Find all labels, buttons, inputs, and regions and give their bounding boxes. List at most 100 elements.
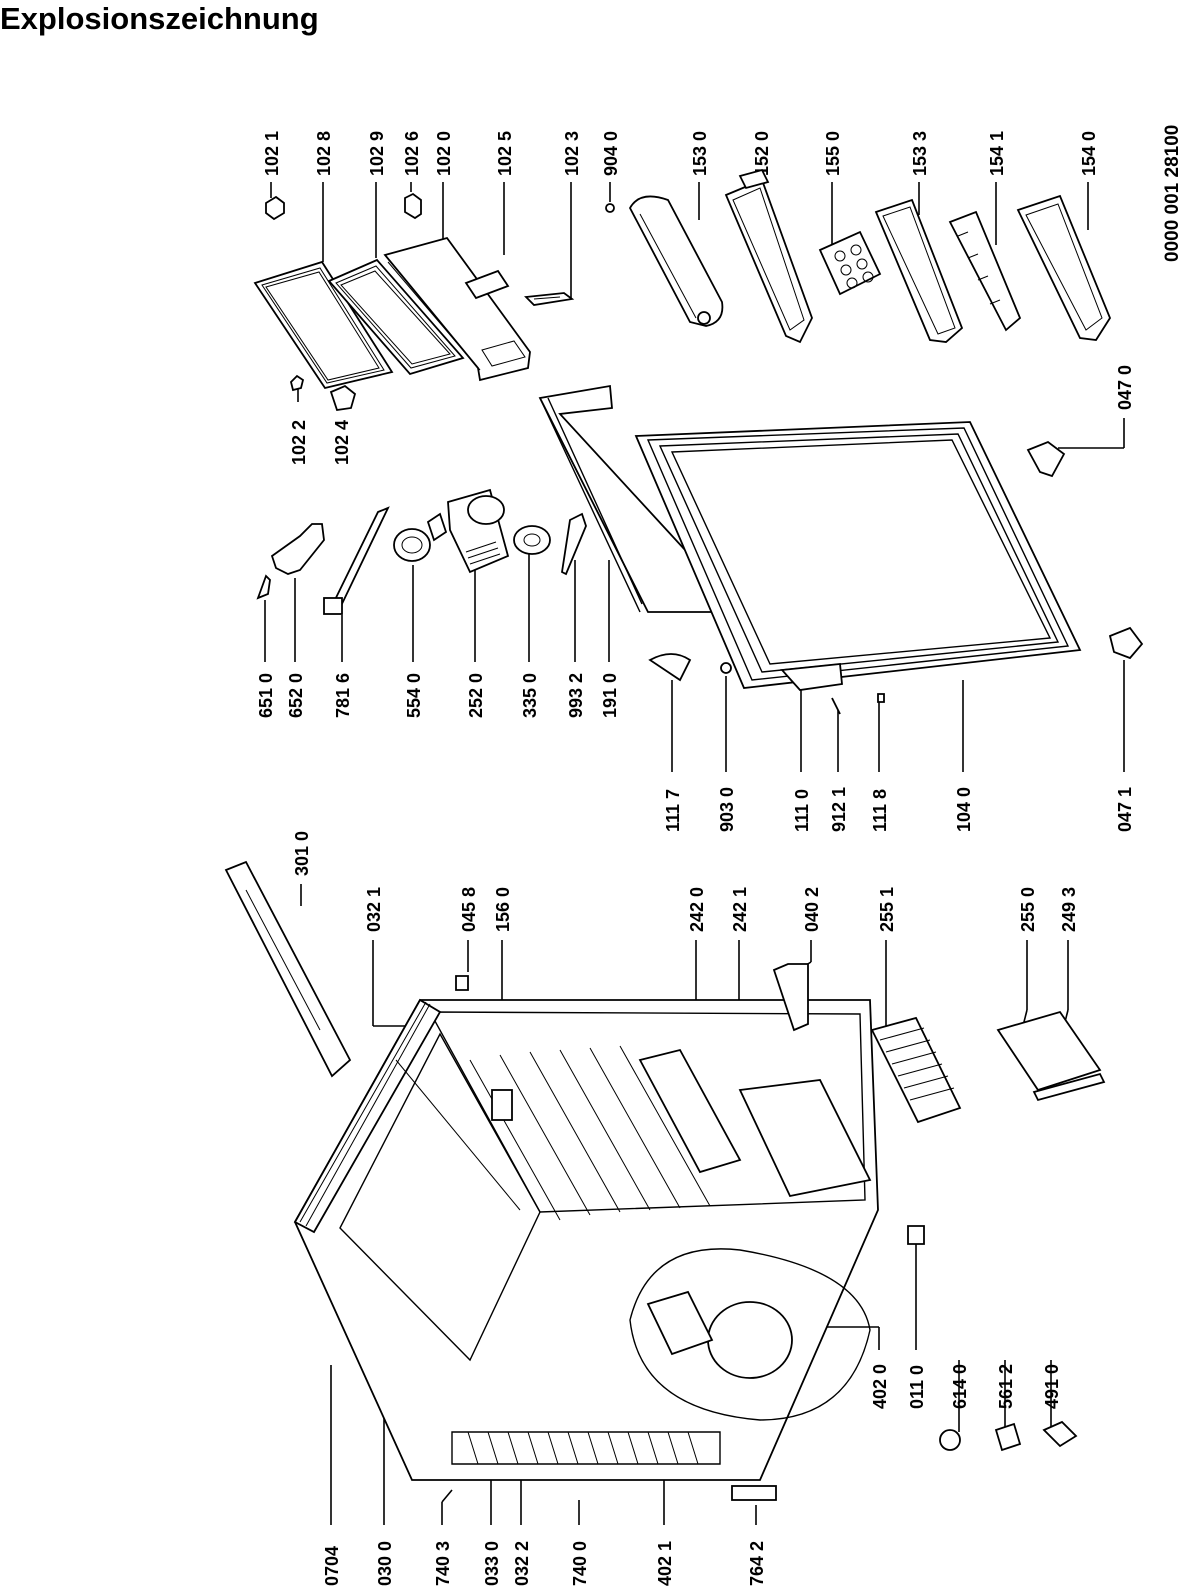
- screw-icon: [831, 697, 841, 715]
- glass-shelf-icon: [996, 1010, 1102, 1092]
- part-label: 102 0: [434, 131, 454, 176]
- part-label: 191 0: [600, 673, 620, 718]
- part-label: 255 1: [877, 887, 897, 932]
- door-shelf-cover-icon: [628, 195, 724, 327]
- door-shelf-icon: [724, 178, 813, 344]
- part-label: 032 2: [512, 1541, 532, 1586]
- latch-icon: [524, 292, 575, 306]
- part-label: 903 0: [717, 787, 737, 832]
- crisper-drawer-icon: [738, 1079, 872, 1198]
- part-label: 102 3: [562, 131, 582, 176]
- label-plate-icon: [464, 269, 510, 300]
- top-hinge-icon: [1026, 440, 1066, 478]
- control-components: [256, 488, 587, 615]
- part-label: 614 0: [950, 1364, 970, 1409]
- part-label: 040 2: [802, 887, 822, 932]
- part-label: 032 1: [364, 887, 384, 932]
- part-label: 402 1: [655, 1541, 675, 1586]
- capillary-rod-icon: [328, 506, 390, 612]
- round-cap-icon: [513, 525, 551, 555]
- part-label: 651 0: [256, 673, 276, 718]
- thermostat-bracket-icon: [270, 523, 325, 575]
- loose-parts: [870, 1010, 1106, 1452]
- door-panel-icon: [634, 421, 1082, 689]
- part-label: 242 0: [687, 887, 707, 932]
- part-label: 554 0: [404, 673, 424, 718]
- part-label: 764 2: [747, 1541, 767, 1586]
- part-label: 301 0: [292, 831, 312, 876]
- part-label: 904 0: [601, 131, 621, 176]
- part-label: 154 1: [987, 131, 1007, 176]
- compressor-icon: [707, 1301, 793, 1379]
- door-handle-icon: [780, 663, 843, 691]
- clip-part-icon: [265, 195, 285, 221]
- door-gasket-icon: [538, 384, 722, 613]
- part-label: 111 0: [792, 789, 812, 832]
- part-label: 104 0: [954, 787, 974, 832]
- part-label: 045 8: [459, 887, 479, 932]
- compressor-area-icon: [629, 1248, 871, 1421]
- egg-holder-icon: [491, 1089, 513, 1121]
- part-label: 102 1: [262, 131, 282, 176]
- part-label: 102 2: [289, 420, 309, 465]
- part-label: 561 2: [996, 1364, 1016, 1409]
- part-label: 740 3: [433, 1541, 453, 1586]
- bottle-shelf-icon: [1016, 194, 1112, 341]
- part-label: 0704: [322, 1546, 342, 1586]
- part-label: 155 0: [823, 131, 843, 176]
- bottom-hinge-icon: [1108, 626, 1144, 660]
- bracket-icon: [329, 384, 357, 411]
- part-label: 242 1: [730, 887, 750, 932]
- part-label: 652 0: [286, 673, 306, 718]
- cabinet: [224, 860, 879, 1501]
- condenser-coil-icon: [451, 1431, 721, 1465]
- cap-icon: [877, 693, 885, 703]
- part-label: 047 0: [1115, 365, 1135, 410]
- part-label: 152 0: [752, 131, 772, 176]
- part-label: 102 5: [495, 131, 515, 176]
- part-label: 249 3: [1059, 887, 1079, 932]
- bottle-retainer-icon: [948, 210, 1022, 332]
- screw-icon: [605, 203, 615, 213]
- part-label: 111 7: [663, 789, 683, 832]
- door-shelves: [628, 168, 1112, 344]
- part-label: 781 6: [333, 673, 353, 718]
- part-label: 102 8: [314, 131, 334, 176]
- part-labels: 102 1 102 8 102 9 102 6 102 0 102 5 102 …: [256, 131, 1135, 1586]
- part-label: 491 0: [1042, 1364, 1062, 1409]
- part-label: 047 1: [1115, 787, 1135, 832]
- part-label: 156 0: [493, 887, 513, 932]
- hinge-piece-icon: [404, 192, 422, 220]
- cover-icon: [1042, 1420, 1078, 1448]
- part-label: 111 8: [870, 789, 890, 832]
- clip-part-icon: [290, 374, 305, 392]
- crisper-drawer-icon: [638, 1048, 742, 1174]
- wire-shelf-icon: [870, 1016, 962, 1124]
- control-knob-icon: [393, 528, 431, 562]
- part-label: 102 6: [402, 131, 422, 176]
- part-label: 102 4: [332, 420, 352, 465]
- relay-icon: [939, 1429, 961, 1451]
- screw-icon: [256, 574, 271, 600]
- egg-tray-icon: [818, 230, 882, 296]
- part-label: 255 0: [1018, 887, 1038, 932]
- part-label: 912 1: [829, 787, 849, 832]
- part-label: 154 0: [1079, 131, 1099, 176]
- inner-frame-icon: [327, 258, 465, 376]
- shelf-trim-icon: [1032, 1072, 1106, 1102]
- gasket-frame-icon: [253, 260, 394, 390]
- overload-icon: [994, 1422, 1022, 1452]
- part-label: 993 2: [566, 673, 586, 718]
- freezer-compartment-icon: [339, 1032, 541, 1362]
- part-label: 740 0: [570, 1541, 590, 1586]
- sensor-probe-icon: [561, 512, 587, 576]
- foot-icon: [907, 1225, 925, 1245]
- main-door: [538, 384, 1144, 715]
- part-label: 402 0: [870, 1364, 890, 1409]
- part-label: 153 0: [690, 131, 710, 176]
- screw-icon: [455, 975, 469, 991]
- part-label: 033 0: [482, 1541, 502, 1586]
- freezer-door-parts: [253, 192, 615, 411]
- leveling-bracket-icon: [772, 963, 809, 1032]
